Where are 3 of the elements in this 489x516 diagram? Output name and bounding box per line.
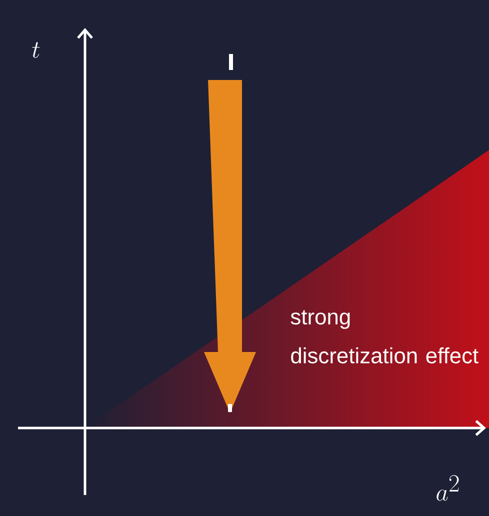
axis-label: $t$ [32, 42, 40, 58]
region-label: strong discretization effect [290, 310, 478, 364]
axis-label: $a^2$ [436, 475, 459, 501]
